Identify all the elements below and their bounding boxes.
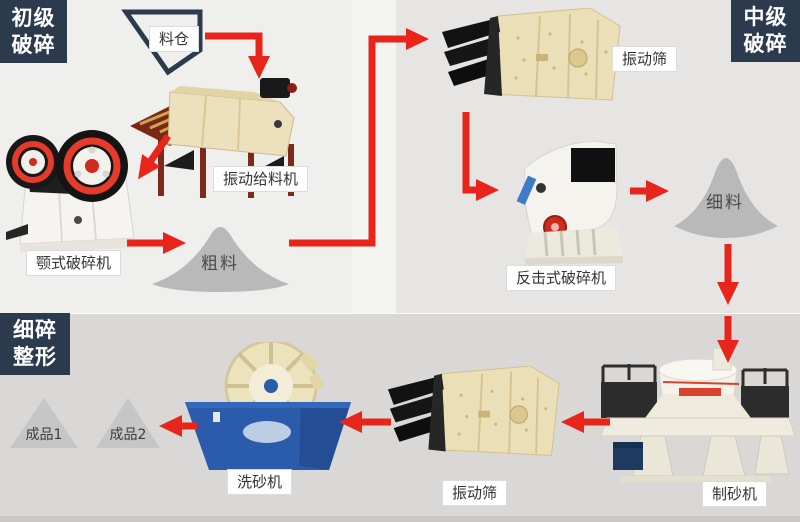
stage-badge-primary-crushing: 初级 破碎 [0, 0, 67, 63]
vibrating-screen-top-image [440, 8, 625, 113]
sand-washer-label: 洗砂机 [227, 469, 293, 495]
jaw-crusher-label: 颚式破碎机 [26, 250, 122, 276]
screen-bottom-label: 振动筛 [442, 480, 508, 506]
coarse-pile-label: 粗料 [201, 254, 239, 274]
badge-line: 中级 [743, 5, 788, 29]
vibrating-screen-bottom-image [386, 366, 564, 468]
badge-line: 破碎 [743, 32, 788, 56]
badge-line: 初级 [11, 5, 56, 30]
stage-badge-fine-shaping: 细碎 整形 [0, 313, 70, 375]
product2-label: 成品2 [109, 427, 147, 443]
footer-strip [0, 516, 800, 522]
badge-line: 整形 [13, 345, 57, 369]
impact-crusher-image [495, 132, 645, 272]
silo-funnel-icon [118, 5, 208, 80]
coarse-material-pile [148, 222, 293, 294]
fine-material-pile [670, 150, 782, 240]
badge-line: 破碎 [11, 32, 56, 57]
screen-top-label: 振动筛 [612, 46, 678, 72]
product1-triangle [8, 396, 80, 450]
product1-label: 成品1 [25, 427, 63, 443]
product2-triangle [94, 396, 162, 450]
sand-maker-image [593, 342, 800, 487]
fine-pile-label: 细料 [706, 193, 744, 213]
feeder-label: 振动给料机 [213, 166, 309, 192]
impact-crusher-label: 反击式破碎机 [506, 265, 617, 291]
section-seam [352, 0, 396, 313]
stage-badge-secondary-crushing: 中级 破碎 [731, 0, 800, 62]
badge-line: 细碎 [13, 318, 57, 342]
silo-label: 料仓 [149, 26, 200, 52]
sand-maker-label: 制砂机 [702, 481, 768, 507]
sand-washer-image [183, 342, 353, 472]
jaw-crusher-image [0, 120, 140, 255]
